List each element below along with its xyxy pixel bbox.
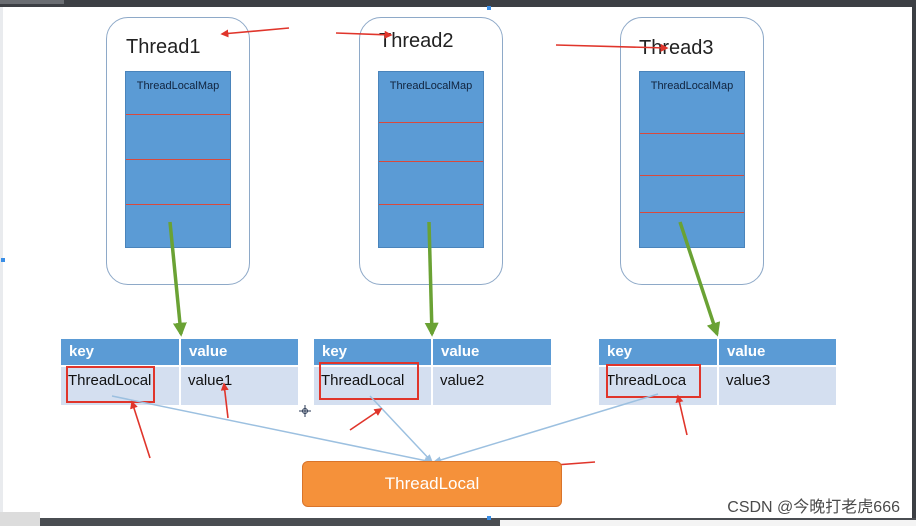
thread-2-map: ThreadLocalMap (378, 71, 484, 248)
table-1-value-header: value (181, 339, 298, 365)
window-right-edge (912, 0, 916, 526)
annotation-arrow (335, 30, 393, 39)
thread-1-card: Thread1 ThreadLocalMap (106, 17, 250, 285)
annotation-arrow (220, 27, 290, 38)
annotation-arrow (675, 394, 688, 436)
map-to-table-1-arrow (168, 221, 187, 337)
thread-2-map-label: ThreadLocalMap (389, 80, 473, 92)
thread-1-map-label: ThreadLocalMap (136, 80, 220, 92)
annotation-arrow (349, 408, 383, 431)
annotation-arrow (555, 43, 669, 52)
map-divider (640, 175, 744, 176)
table-3-key-cell: ThreadLoca (599, 367, 717, 405)
highlight-box (606, 364, 701, 398)
table-2-value-header: value (433, 339, 551, 365)
map-divider (640, 212, 744, 213)
map-divider (379, 204, 483, 205)
map-divider (126, 159, 230, 160)
window-top-bar (0, 0, 916, 7)
table-3-value-cell: value3 (719, 367, 836, 405)
cursor-crosshair-icon (299, 405, 311, 417)
map-divider (126, 204, 230, 205)
table-1-value-cell: value1 (181, 367, 298, 405)
table-3-value-header: value (719, 339, 836, 365)
scrollbar-thumb[interactable] (0, 512, 40, 526)
window-bottom-strip (500, 520, 916, 526)
shared-threadlocal-box: ThreadLocal (302, 461, 562, 507)
map-divider (640, 133, 744, 134)
table-2-key-header: key (314, 339, 431, 365)
window-tab (0, 0, 64, 4)
map-divider (379, 122, 483, 123)
thread-1-title: Thread1 (126, 36, 201, 58)
annotation-arrow (130, 400, 151, 459)
thread-3-title: Thread3 (639, 37, 714, 59)
window-bottom-bar (0, 518, 916, 526)
selection-handle-left[interactable] (1, 258, 5, 262)
table-2-value-cell: value2 (433, 367, 551, 405)
table-3-key-header: key (599, 339, 717, 365)
window-left-edge (0, 7, 3, 526)
thread-2-card: Thread2 ThreadLocalMap (359, 17, 503, 285)
table-1-key-header: key (61, 339, 179, 365)
table-1-key-cell: ThreadLocal (61, 367, 179, 405)
thread-3-card: Thread3 ThreadLocalMap (620, 17, 764, 285)
watermark: CSDN @今晚打老虎666 (727, 499, 900, 516)
annotation-arrow (220, 382, 229, 419)
map-to-table-3-arrow (678, 221, 721, 337)
thread-3-map-label: ThreadLocalMap (650, 80, 734, 92)
selection-handle-bottom[interactable] (487, 516, 491, 520)
connector-2 (369, 395, 434, 464)
selection-handle-top[interactable] (487, 6, 491, 10)
thread-3-map: ThreadLocalMap (639, 71, 745, 248)
connector-1 (111, 395, 434, 465)
map-divider (126, 114, 230, 115)
highlight-box (66, 366, 155, 403)
thread-1-map: ThreadLocalMap (125, 71, 231, 248)
highlight-box (319, 362, 419, 400)
connector-3 (432, 393, 659, 464)
map-to-table-2-arrow (424, 221, 439, 337)
thread-2-title: Thread2 (379, 30, 454, 52)
map-divider (379, 161, 483, 162)
